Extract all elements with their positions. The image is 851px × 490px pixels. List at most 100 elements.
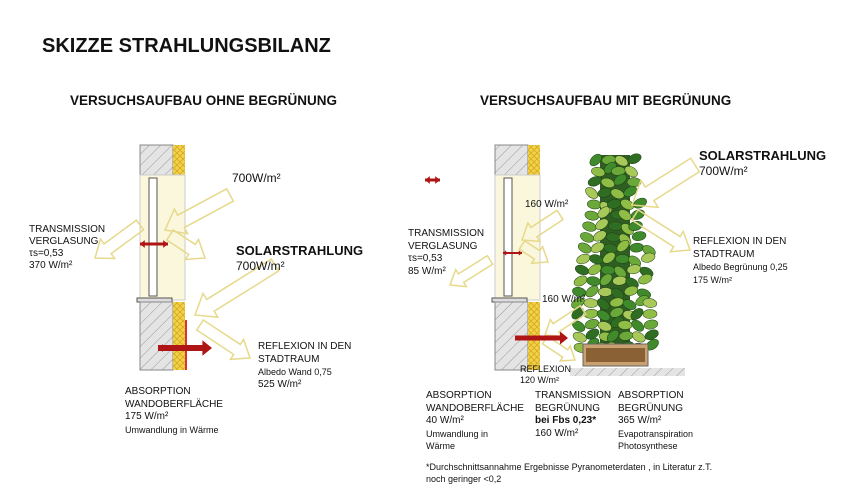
leaf: [613, 174, 627, 186]
planter: [582, 343, 649, 367]
leaf: [575, 264, 589, 276]
radiation-arrow: [518, 239, 550, 265]
label: bei Fbs 0,23*: [535, 415, 597, 426]
label: STADTRAUM: [258, 353, 320, 365]
leaf: [623, 186, 637, 197]
leaf: [593, 230, 607, 242]
footnote-line: noch geringer <0,2: [426, 474, 502, 484]
label: ABSORPTION: [426, 390, 492, 401]
label: 85 W/m²: [408, 265, 446, 277]
leaf: [580, 232, 595, 243]
leaf: [644, 329, 659, 341]
leaf: [643, 319, 659, 330]
leaf: [631, 319, 645, 332]
label: VERGLASUNG: [408, 240, 478, 252]
leaf: [577, 242, 592, 254]
radiation-arrow: [94, 219, 145, 260]
label: Wärme: [426, 441, 455, 451]
solar-radiation-value-left: 700W/m²: [236, 259, 285, 273]
leaf: [627, 153, 642, 165]
label: Umwandlung in: [426, 428, 489, 439]
leaf: [608, 221, 623, 231]
leaf: [609, 307, 624, 318]
leaf: [626, 264, 642, 275]
label: Photosynthese: [618, 441, 678, 451]
label: Albedo Begrünung 0,25: [693, 262, 788, 272]
leaf: [642, 298, 658, 308]
leaf: [590, 242, 605, 253]
radiation-arrow: [193, 258, 280, 319]
leaf: [622, 299, 637, 310]
leaf: [602, 252, 616, 264]
page-title: SKIZZE STRAHLUNGSBILANZ: [42, 35, 331, 57]
label: TRANSMISSION: [29, 224, 106, 235]
label: τs=0,53: [408, 253, 443, 264]
label: 40 W/m²: [426, 415, 464, 426]
leaf: [587, 176, 602, 187]
leaf: [585, 187, 599, 199]
label: REFLEXION: [520, 364, 572, 374]
leaf: [573, 275, 588, 287]
radiation-arrow: [630, 208, 692, 253]
label: 365 W/m²: [618, 415, 662, 426]
label: BEGRÜNUNG: [535, 402, 601, 414]
leaf: [630, 308, 644, 320]
leaf: [597, 206, 611, 219]
leaf: [616, 239, 630, 252]
label: ABSORPTION: [618, 390, 684, 401]
label: 370 W/m²: [29, 260, 73, 271]
heat-flow-arrow: [158, 340, 212, 356]
radiation-arrow: [165, 228, 207, 261]
upper-flux-value: 160 W/m²: [525, 199, 569, 210]
leaf: [588, 263, 602, 276]
label: 160 W/m²: [535, 427, 579, 439]
solar-radiation-label-right: SOLARSTRAHLUNG: [699, 148, 827, 163]
leaf: [597, 298, 610, 311]
label: STADTRAUM: [693, 248, 755, 260]
radiation-arrow: [520, 209, 565, 243]
label: Albedo Wand 0,75: [258, 367, 332, 377]
leaf: [598, 287, 613, 297]
leaf: [596, 310, 611, 321]
heading-with-greening: VERSUCHSAUFBAU MIT BEGRÜNUNG: [480, 93, 732, 108]
leaf: [618, 209, 632, 221]
leaf: [599, 273, 613, 286]
leaf: [620, 199, 634, 210]
wall-section-right: [491, 144, 541, 371]
leaf: [583, 298, 599, 308]
label: WANDOBERFLÄCHE: [125, 398, 223, 410]
leaf: [584, 319, 599, 330]
label: Evapotranspiration: [618, 428, 694, 439]
leaf: [572, 320, 586, 332]
label: REFLEXION IN DEN: [693, 236, 787, 247]
radiation-arrow: [448, 254, 494, 288]
leaf: [610, 188, 625, 199]
heading-without-greening: VERSUCHSAUFBAU OHNE BEGRÜNUNG: [70, 93, 338, 108]
footnote-line: *Durchschnittsannahme Ergebnisse Pyranom…: [426, 462, 713, 472]
leaf: [584, 210, 599, 221]
climbing-plant: [571, 153, 659, 354]
leaf: [631, 231, 647, 241]
leaf: [586, 276, 601, 287]
leaf: [582, 221, 597, 232]
wall-section-left: [136, 144, 187, 371]
leaf: [587, 199, 602, 210]
leaf: [624, 285, 639, 296]
leaf: [614, 155, 629, 167]
label: 120 W/m²: [520, 375, 560, 385]
leaf: [613, 266, 627, 279]
label: VERGLASUNG: [29, 236, 99, 247]
leaf: [572, 331, 587, 343]
label: WANDOBERFLÄCHE: [426, 402, 524, 414]
heat-flow-arrow: [503, 250, 522, 256]
radiation-arrow: [630, 157, 701, 209]
leaf: [629, 242, 644, 253]
leaf: [624, 165, 638, 178]
